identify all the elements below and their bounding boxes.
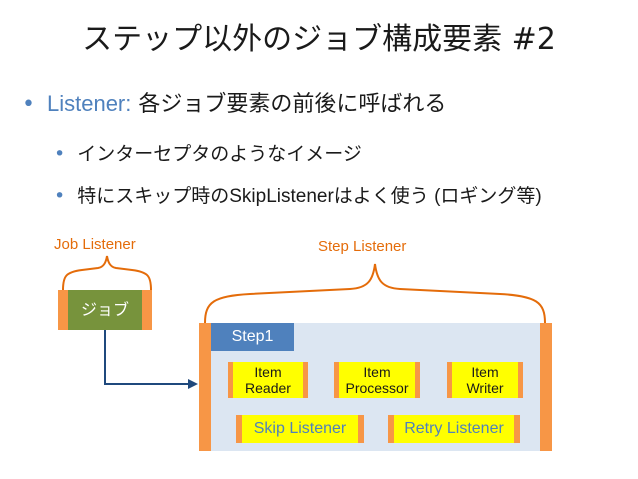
bullet-skiplistener-post: はよく使う (333, 185, 429, 207)
job-to-step-arrow (104, 330, 192, 385)
job-listener-bar-right (142, 290, 152, 330)
item-writer-line1: Item (471, 364, 499, 380)
item-processor-line1: Item (363, 364, 391, 380)
bullet-dot-icon: • (54, 143, 66, 165)
bullet-listener-text: 各ジョブ要素の前後に呼ばれる (131, 92, 447, 117)
bullet-listener: • Listener: 各ジョブ要素の前後に呼ばれる (22, 86, 446, 118)
job-box: ジョブ (58, 290, 152, 330)
step-label: Step1 (211, 323, 294, 351)
skip-listener-box: Skip Listener (236, 415, 364, 443)
job-listener-label: Job Listener (54, 236, 136, 253)
step-listener-label: Step Listener (318, 238, 407, 255)
item-reader-box: Item Reader (228, 362, 308, 398)
step-listener-brace (204, 263, 546, 324)
job-listener-brace (62, 255, 152, 291)
item-writer-line2: Writer (466, 380, 504, 396)
bullet-skiplistener: • 特にスキップ時のSkipListenerはよく使う (ロギング等) (54, 181, 542, 208)
bullet-skiplistener-pre: 特にスキップ時の (77, 185, 230, 207)
job-label: ジョブ (80, 300, 129, 319)
bullet-skiplistener-name: SkipListener (229, 186, 334, 207)
step-listener-bar-left (199, 323, 211, 451)
bullet-dot-icon: • (22, 92, 35, 117)
job-listener-bar-left (58, 290, 68, 330)
bullet-listener-key: Listener: (46, 91, 132, 116)
slide-title: ステップ以外のジョブ構成要素 #2 (82, 22, 556, 57)
bullet-skiplistener-paren: (ロギング等) (428, 186, 542, 207)
bullet-interceptor: • インターセプタのようなイメージ (54, 139, 362, 166)
retry-listener-box: Retry Listener (388, 415, 520, 443)
item-processor-box: Item Processor (334, 362, 420, 398)
step-listener-bar-right (540, 323, 552, 451)
job-to-step-arrowhead (188, 379, 198, 389)
bullet-interceptor-text: インターセプタのようなイメージ (77, 143, 362, 165)
item-processor-line2: Processor (345, 380, 409, 396)
item-writer-box: Item Writer (447, 362, 523, 398)
item-reader-line1: Item (254, 364, 282, 380)
bullet-dot-icon: • (54, 185, 66, 207)
item-reader-line2: Reader (245, 380, 291, 396)
